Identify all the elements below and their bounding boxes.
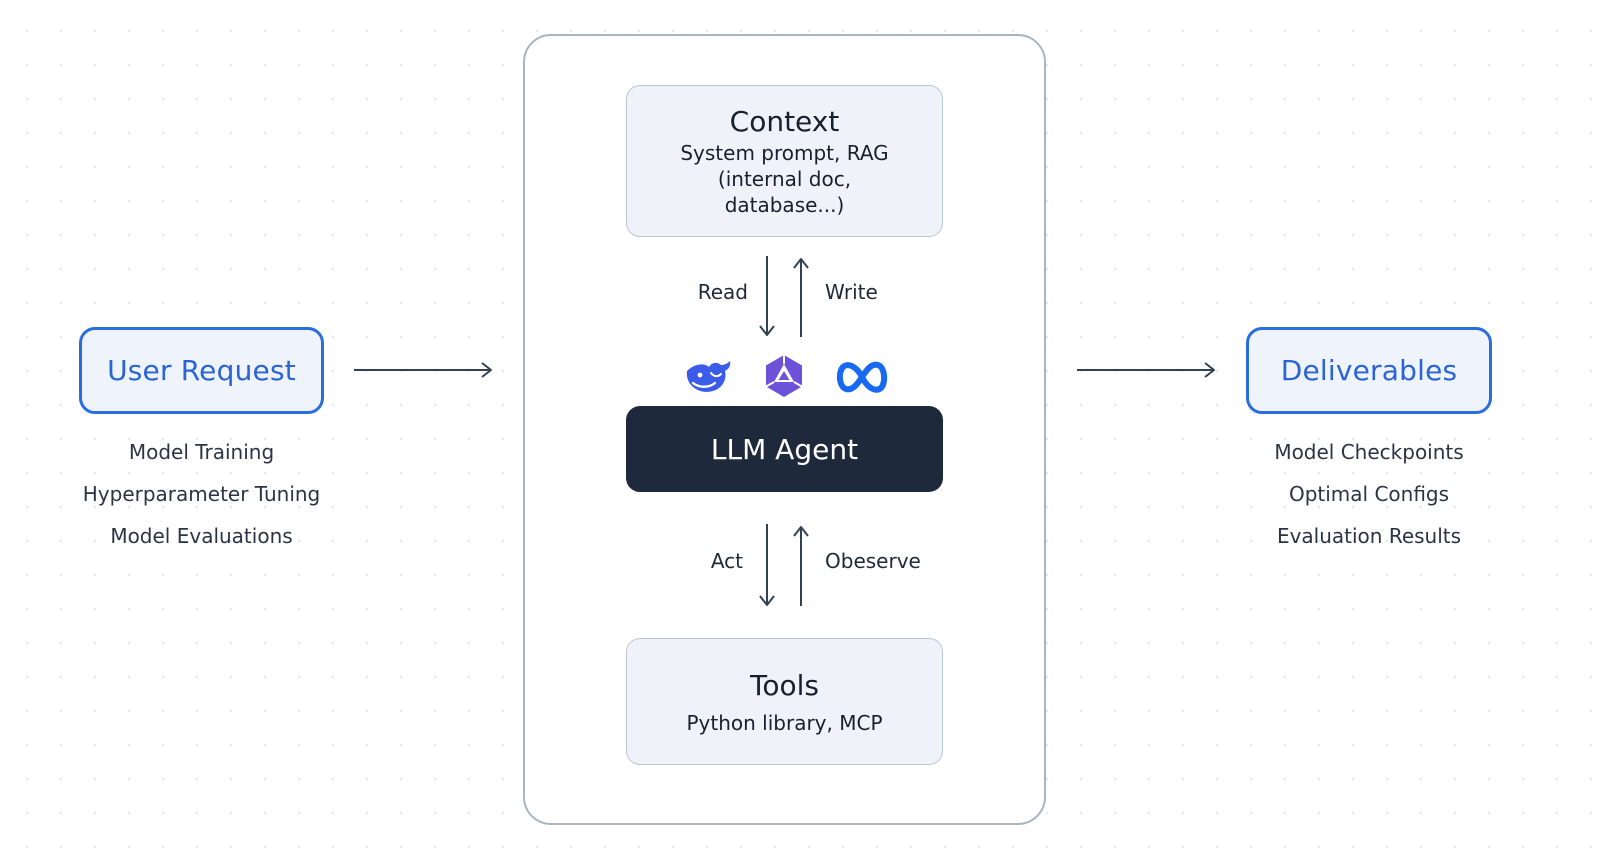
- llm-agent-label: LLM Agent: [710, 432, 859, 466]
- user-request-list: Model Training Hyperparameter Tuning Mod…: [79, 438, 324, 550]
- deliverables-box: Deliverables: [1246, 327, 1492, 414]
- user-request-box: User Request: [79, 327, 324, 414]
- qwen-icon: [765, 355, 803, 397]
- write-arrow: [793, 258, 809, 337]
- agent-to-deliverables-arrow: [1077, 362, 1215, 378]
- user-request-item: Model Evaluations: [110, 524, 293, 548]
- act-label: Act: [710, 549, 743, 573]
- context-line: (internal doc,: [717, 167, 852, 191]
- request-to-agent-arrow: [354, 362, 492, 378]
- meta-infinity-icon: [836, 361, 888, 393]
- context-line: System prompt, RAG: [680, 141, 889, 165]
- observe-arrow: [793, 526, 809, 606]
- llm-agent-box: LLM Agent: [626, 406, 943, 492]
- context-title: Context: [729, 105, 840, 138]
- user-request-item: Hyperparameter Tuning: [82, 482, 321, 506]
- tools-title: Tools: [750, 668, 819, 702]
- deliverables-item: Evaluation Results: [1276, 524, 1462, 548]
- tools-box: Tools Python library, MCP: [626, 638, 943, 765]
- deliverables-title: Deliverables: [1280, 354, 1458, 387]
- deliverables-item: Optimal Configs: [1288, 482, 1450, 506]
- user-request-title: User Request: [107, 354, 296, 387]
- read-label: Read: [697, 280, 748, 304]
- context-box: Context System prompt, RAG (internal doc…: [626, 85, 943, 237]
- act-arrow: [759, 524, 775, 606]
- write-label: Write: [825, 280, 878, 304]
- deliverables-list: Model Checkpoints Optimal Configs Evalua…: [1246, 438, 1492, 550]
- read-arrow: [759, 256, 775, 336]
- deliverables-item: Model Checkpoints: [1274, 440, 1464, 464]
- user-request-item: Model Training: [128, 440, 275, 464]
- tools-subtitle: Python library, MCP: [686, 710, 883, 735]
- deepseek-whale-icon: [686, 361, 731, 392]
- context-line: database...): [724, 193, 845, 217]
- observe-label: Obeserve: [825, 549, 921, 573]
